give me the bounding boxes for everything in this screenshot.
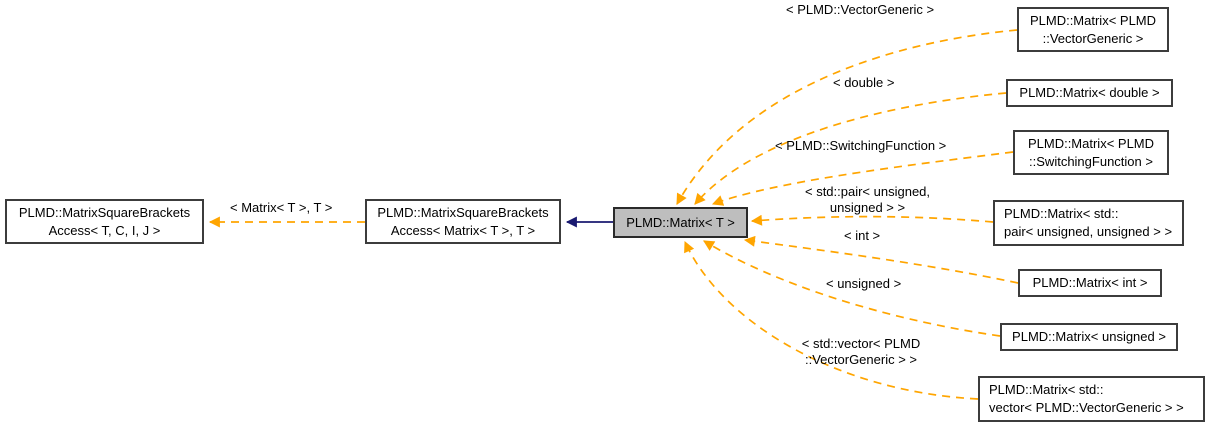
edge-label-vectorgeneric: < PLMD::VectorGeneric >: [786, 2, 935, 17]
edge-label-line: ::VectorGeneric > >: [804, 352, 917, 367]
edge-instantiation-pair: [750, 214, 994, 226]
node-matrix-t: PLMD::Matrix< T >: [613, 207, 748, 238]
node-matrix-double[interactable]: PLMD::Matrix< double >: [1006, 79, 1173, 107]
edge-label-vector: < std::vector< PLMD ::VectorGeneric > >: [799, 336, 923, 368]
node-label-line: PLMD::Matrix< std::: [1004, 206, 1119, 221]
edge-label-switchingfunction: < PLMD::SwitchingFunction >: [775, 138, 947, 153]
node-matrix-unsigned[interactable]: PLMD::Matrix< unsigned >: [1000, 323, 1178, 351]
node-matrix-vectorgeneric[interactable]: PLMD::Matrix< PLMD ::VectorGeneric >: [1017, 7, 1169, 52]
node-label-line: PLMD::MatrixSquareBrackets: [18, 204, 191, 220]
edge-label-line: unsigned > >: [829, 200, 906, 215]
node-label-line: PLMD::Matrix< std::: [989, 382, 1104, 397]
edge-instantiation-unsigned: [703, 240, 1001, 337]
edge-label-pair: < std::pair< unsigned, unsigned > >: [800, 184, 935, 216]
edge-label-int: < int >: [844, 228, 881, 243]
edge-label-line: < std::pair< unsigned,: [804, 184, 931, 199]
edge-instantiation-double: [694, 92, 1007, 205]
node-matrix-pair[interactable]: PLMD::Matrix< std:: pair< unsigned, unsi…: [993, 200, 1184, 246]
node-matrixsquarebrackets-access-matrix[interactable]: PLMD::MatrixSquareBrackets Access< Matri…: [365, 199, 561, 244]
node-label-line: PLMD::Matrix< int >: [1032, 275, 1148, 290]
node-label-line: PLMD::Matrix< T >: [626, 214, 735, 230]
edge-instantiation-switchingfunction: [711, 151, 1014, 206]
node-label-line: pair< unsigned, unsigned > >: [1004, 224, 1173, 239]
edge-instantiation-int: [743, 235, 1019, 284]
node-matrixsquarebrackets-access-base[interactable]: PLMD::MatrixSquareBrackets Access< T, C,…: [5, 199, 204, 244]
node-label-line: Access< Matrix< T >, T >: [390, 222, 536, 238]
edge-instantiation-vector: [684, 240, 979, 400]
node-label-line: PLMD::MatrixSquareBrackets: [377, 204, 549, 220]
node-matrix-vector[interactable]: PLMD::Matrix< std:: vector< PLMD::Vector…: [978, 376, 1205, 422]
edge-label-matrix-t-t: < Matrix< T >, T >: [230, 200, 333, 215]
node-label-line: ::SwitchingFunction >: [1029, 153, 1153, 169]
edge-label-unsigned: < unsigned >: [826, 276, 902, 291]
node-label-line: PLMD::Matrix< PLMD: [1029, 12, 1157, 28]
node-label-line: PLMD::Matrix< unsigned >: [1012, 329, 1166, 344]
edge-label-line: < std::vector< PLMD: [801, 336, 921, 351]
node-label-line: vector< PLMD::VectorGeneric > >: [989, 400, 1184, 415]
edge-label-double: < double >: [833, 75, 895, 90]
node-matrix-int[interactable]: PLMD::Matrix< int >: [1018, 269, 1162, 297]
node-label-line: ::VectorGeneric >: [1042, 30, 1144, 46]
node-label-line: Access< T, C, I, J >: [48, 222, 161, 238]
node-label-line: PLMD::Matrix< PLMD: [1027, 135, 1155, 151]
node-matrix-switchingfunction[interactable]: PLMD::Matrix< PLMD ::SwitchingFunction >: [1013, 130, 1169, 175]
node-label-line: PLMD::Matrix< double >: [1019, 85, 1160, 100]
edge-instantiation-vectorgeneric: [676, 29, 1018, 205]
